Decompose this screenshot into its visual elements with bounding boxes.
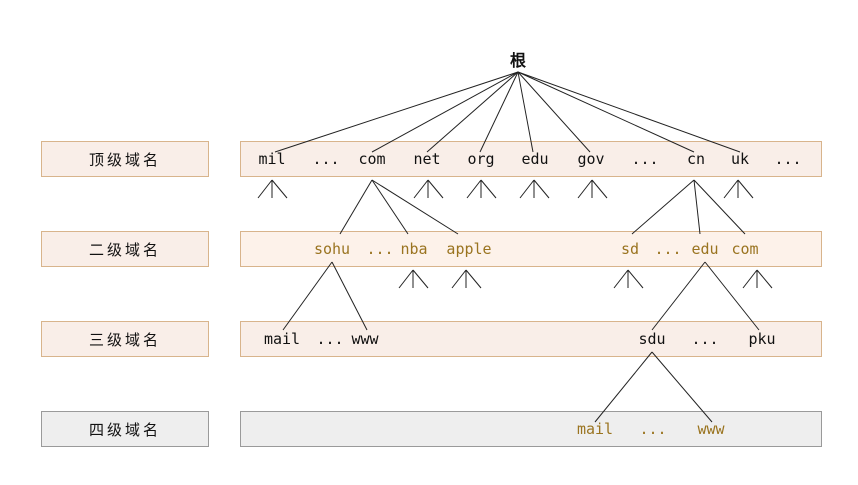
node-net: net: [413, 150, 441, 168]
node-pku: pku: [748, 330, 776, 348]
edge-edu-pku: [704, 261, 760, 331]
edge-root-net: [426, 71, 519, 153]
node-org: org: [467, 150, 495, 168]
node-nba: nba: [400, 240, 428, 258]
stub-com2: [742, 269, 773, 289]
edge-root-org: [479, 71, 519, 153]
edge-root-gov: [517, 71, 591, 153]
node-fourth-ellipsis: ...: [639, 420, 667, 438]
node-second-ellipsis-1: ...: [366, 240, 394, 258]
edge-root-com: [371, 71, 519, 153]
edge-sdu-www: [651, 351, 713, 423]
node-mail-sdu: mail: [576, 420, 614, 438]
edge-sohu-mail: [282, 261, 333, 331]
node-third-ellipsis-1: ...: [316, 330, 344, 348]
level-label-second: 二级域名: [41, 231, 209, 267]
edge-com-nba: [371, 179, 409, 235]
edge-root-cn: [517, 71, 695, 153]
stub-org: [466, 179, 497, 199]
edge-cn-com: [693, 179, 746, 235]
band-second-level: [240, 231, 822, 267]
edge-com-sohu: [339, 179, 373, 235]
edge-edu-sdu: [651, 261, 706, 331]
node-sd: sd: [620, 240, 640, 258]
stub-sd: [613, 269, 644, 289]
node-www-sohu: www: [351, 330, 379, 348]
edge-root-edu: [517, 71, 534, 153]
node-sohu: sohu: [313, 240, 351, 258]
level-label-third: 三级域名: [41, 321, 209, 357]
node-com-cn: com: [731, 240, 759, 258]
node-uk: uk: [730, 150, 750, 168]
node-top-ellipsis-1: ...: [312, 150, 340, 168]
edge-root-mil: [274, 71, 519, 153]
edge-cn-edu: [693, 179, 701, 235]
node-sdu: sdu: [638, 330, 666, 348]
edge-root-uk: [517, 71, 741, 153]
node-cn: cn: [686, 150, 706, 168]
node-mil: mil: [258, 150, 286, 168]
level-label-fourth: 四级域名: [41, 411, 209, 447]
stub-uk: [723, 179, 754, 199]
node-gov: gov: [577, 150, 605, 168]
level-label-top: 顶级域名: [41, 141, 209, 177]
node-edu-cn: edu: [691, 240, 719, 258]
node-www-sdu: www: [697, 420, 725, 438]
edge-cn-sd: [631, 179, 695, 235]
stub-net: [413, 179, 444, 199]
node-third-ellipsis-2: ...: [691, 330, 719, 348]
node-top-ellipsis-2: ...: [631, 150, 659, 168]
root-node: 根: [509, 51, 527, 70]
node-com: com: [358, 150, 386, 168]
stub-gov: [577, 179, 608, 199]
band-fourth-level: [240, 411, 822, 447]
stub-mil: [257, 179, 288, 199]
band-third-level: [240, 321, 822, 357]
edge-com-apple: [371, 179, 459, 235]
node-apple: apple: [446, 240, 492, 258]
stub-nba: [398, 269, 429, 289]
node-edu: edu: [521, 150, 549, 168]
stub-apple: [451, 269, 482, 289]
edge-sohu-www: [331, 261, 368, 331]
node-mail-sohu: mail: [263, 330, 301, 348]
stub-edu: [519, 179, 550, 199]
node-second-ellipsis-2: ...: [654, 240, 682, 258]
node-top-ellipsis-3: ...: [774, 150, 802, 168]
edge-sdu-mail: [594, 351, 653, 423]
